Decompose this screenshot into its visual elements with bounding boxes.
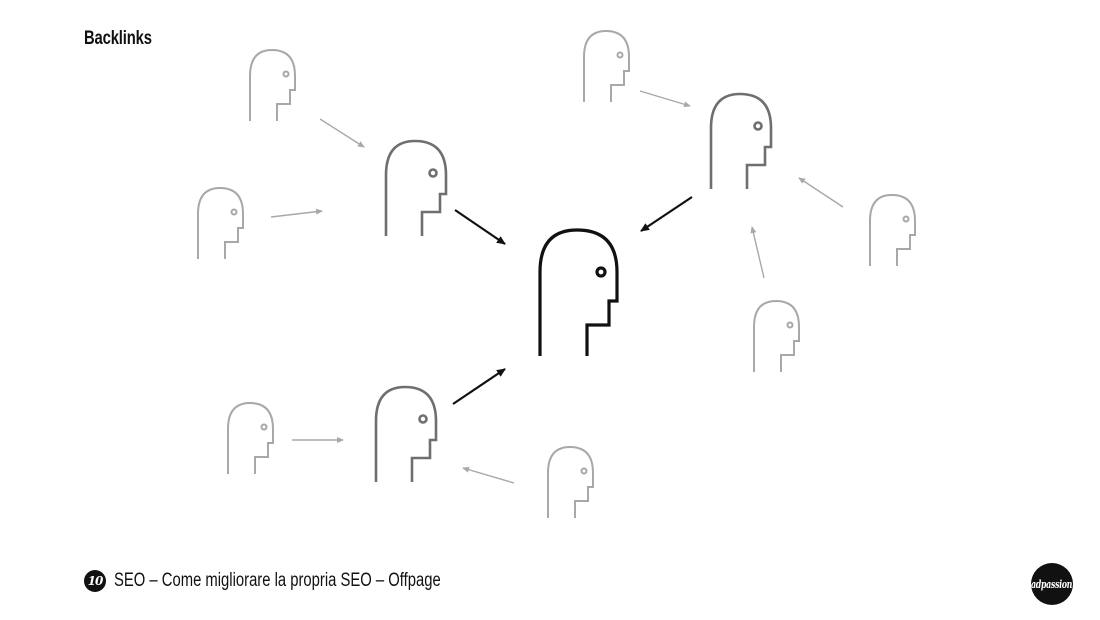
- arrow-satellite-4-to-hub: [798, 177, 844, 208]
- head-icon-hub-bottom-left: [374, 385, 438, 482]
- head-icon-satellite-1: [249, 48, 296, 121]
- head-icon-hub-top-right: [709, 92, 773, 189]
- arrow-hub-bottom-left-to-central: [452, 368, 506, 405]
- head-icon-central: [538, 228, 619, 356]
- page-number-badge: 10: [84, 570, 106, 592]
- brand-logo-text: adpassion: [1031, 577, 1073, 591]
- head-icon-satellite-6: [227, 401, 274, 474]
- head-icon-satellite-3: [583, 29, 630, 102]
- head-icon-satellite-2: [197, 186, 244, 259]
- arrow-satellite-5-to-hub: [750, 226, 765, 279]
- arrow-satellite-7-to-hub: [462, 466, 515, 484]
- head-icon-hub-top-left: [384, 139, 448, 236]
- brand-logo: adpassion: [1031, 563, 1073, 605]
- arrow-satellite-1-to-hub: [319, 118, 365, 148]
- slide-title: Backlinks: [84, 28, 152, 49]
- head-icon-satellite-5: [753, 299, 800, 372]
- head-icon-satellite-4: [869, 193, 916, 266]
- footer-text: SEO – Come migliorare la propria SEO – O…: [114, 570, 441, 591]
- arrow-satellite-2-to-hub: [270, 208, 323, 218]
- arrow-satellite-3-to-hub: [639, 90, 691, 108]
- head-icon-satellite-7: [547, 445, 594, 518]
- footer: 10 SEO – Come migliorare la propria SEO …: [84, 568, 533, 594]
- arrow-hub-top-right-to-central: [640, 196, 693, 232]
- arrow-hub-top-left-to-central: [454, 209, 506, 245]
